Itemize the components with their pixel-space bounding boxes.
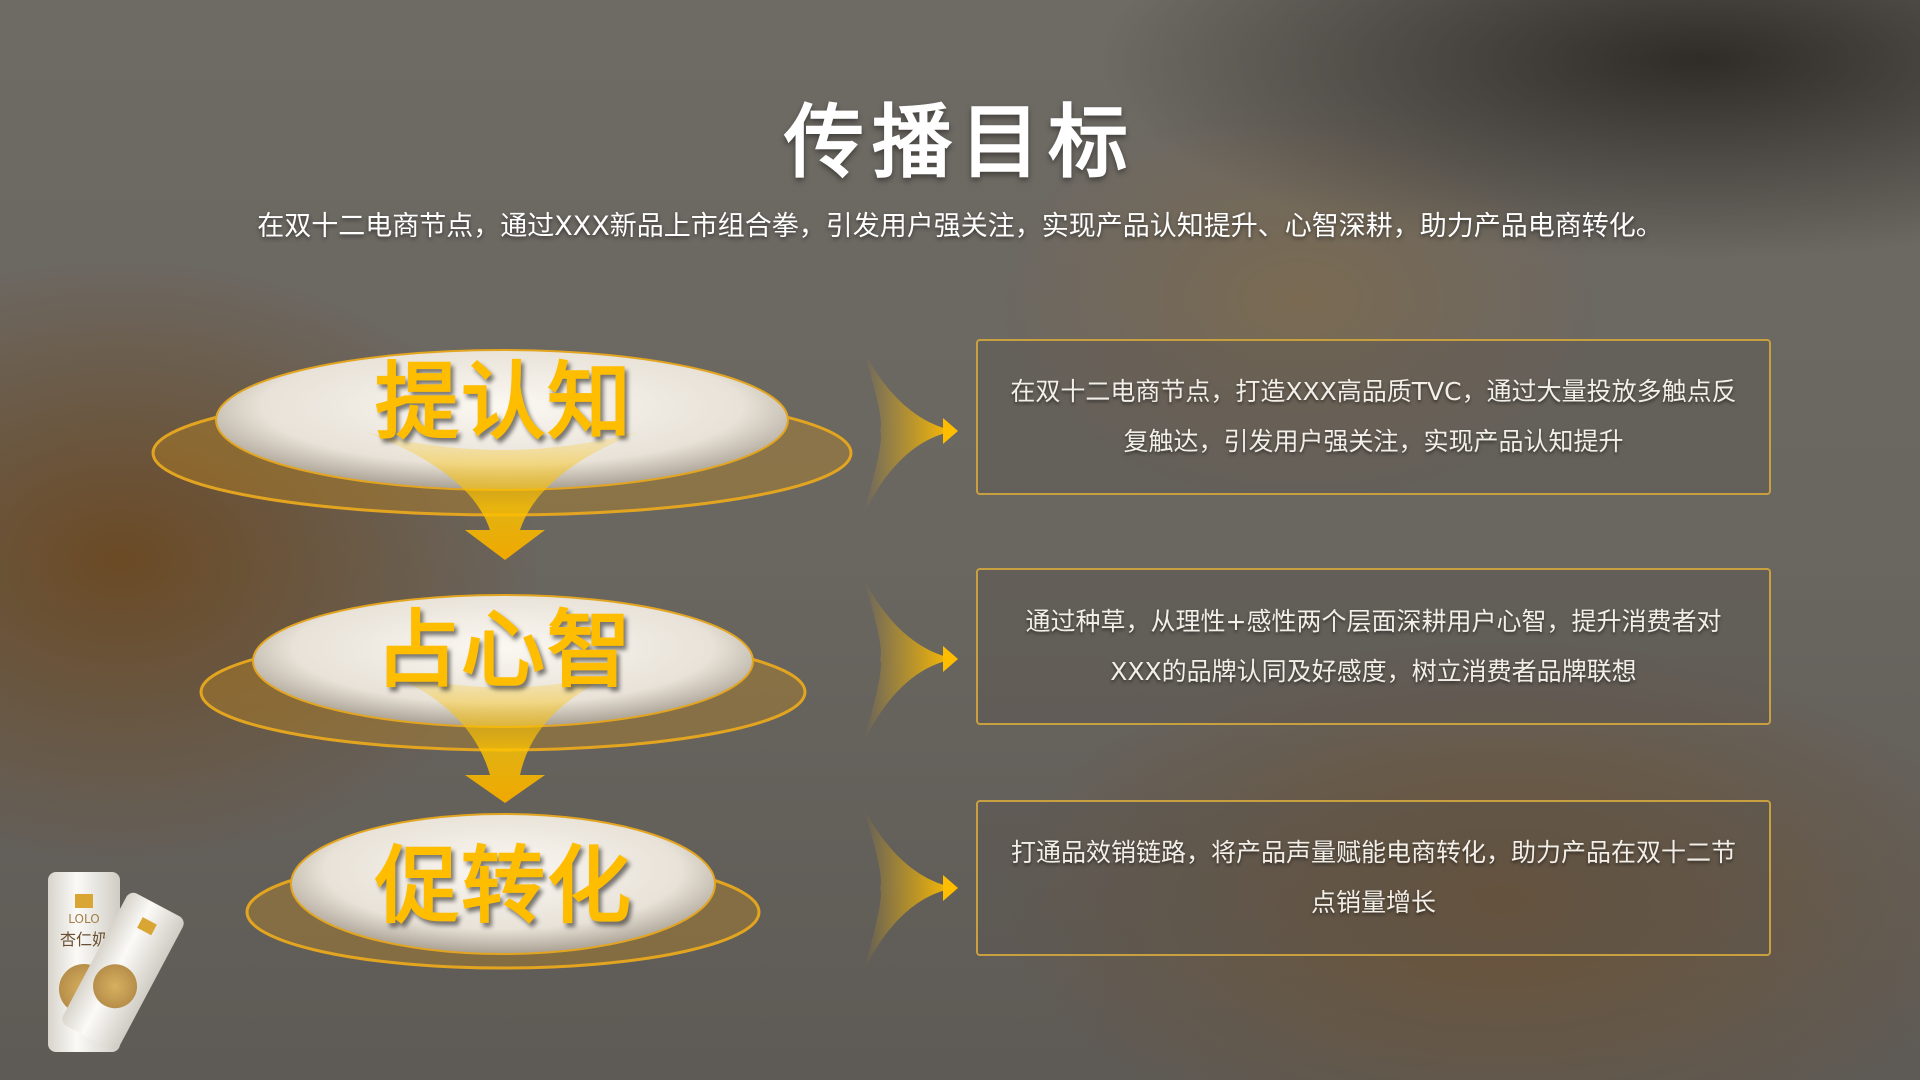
- product-name: 杏仁奶: [59, 930, 108, 949]
- arrow-right-icon: [863, 350, 955, 515]
- stage-description-box: 打通品效销链路，将产品声量赋能电商转化，助力产品在双十二节点销量增长: [976, 800, 1771, 956]
- stage-description: 打通品效销链路，将产品声量赋能电商转化，助力产品在双十二节点销量增长: [1010, 838, 1736, 917]
- stage-label: 占心智: [374, 601, 633, 699]
- down-arrow-icon: [380, 670, 626, 803]
- stage-description-box: 通过种草，从理性+感性两个层面深耕用户心智，提升消费者对XXX的品牌认同及好感度…: [976, 568, 1771, 725]
- down-arrow-icon: [360, 430, 644, 560]
- stage-label: 促转化: [374, 837, 633, 935]
- arrow-right-icon: [863, 807, 955, 972]
- chevron-arrows: [863, 350, 958, 972]
- arrow-right-icon: [863, 578, 955, 743]
- product-brand: LOLO: [68, 912, 100, 926]
- stage-3-discs: [245, 813, 761, 970]
- page-title: 传播目标: [784, 96, 1136, 189]
- page-subtitle: 在双十二电商节点，通过XXX新品上市组合拳，引发用户强关注，实现产品认知提升、心…: [257, 211, 1663, 242]
- stage-1-discs: [151, 349, 853, 560]
- stage-2-discs: [199, 594, 807, 803]
- stage-description: 通过种草，从理性+感性两个层面深耕用户心智，提升消费者对XXX的品牌认同及好感度…: [1025, 606, 1722, 686]
- stage-label: 提认知: [374, 353, 633, 451]
- stage-description-box: 在双十二电商节点，打造XXX高品质TVC，通过大量投放多触点反复触达，引发用户强…: [976, 339, 1771, 495]
- stage-description: 在双十二电商节点，打造XXX高品质TVC，通过大量投放多触点反复触达，引发用户强…: [1010, 377, 1737, 456]
